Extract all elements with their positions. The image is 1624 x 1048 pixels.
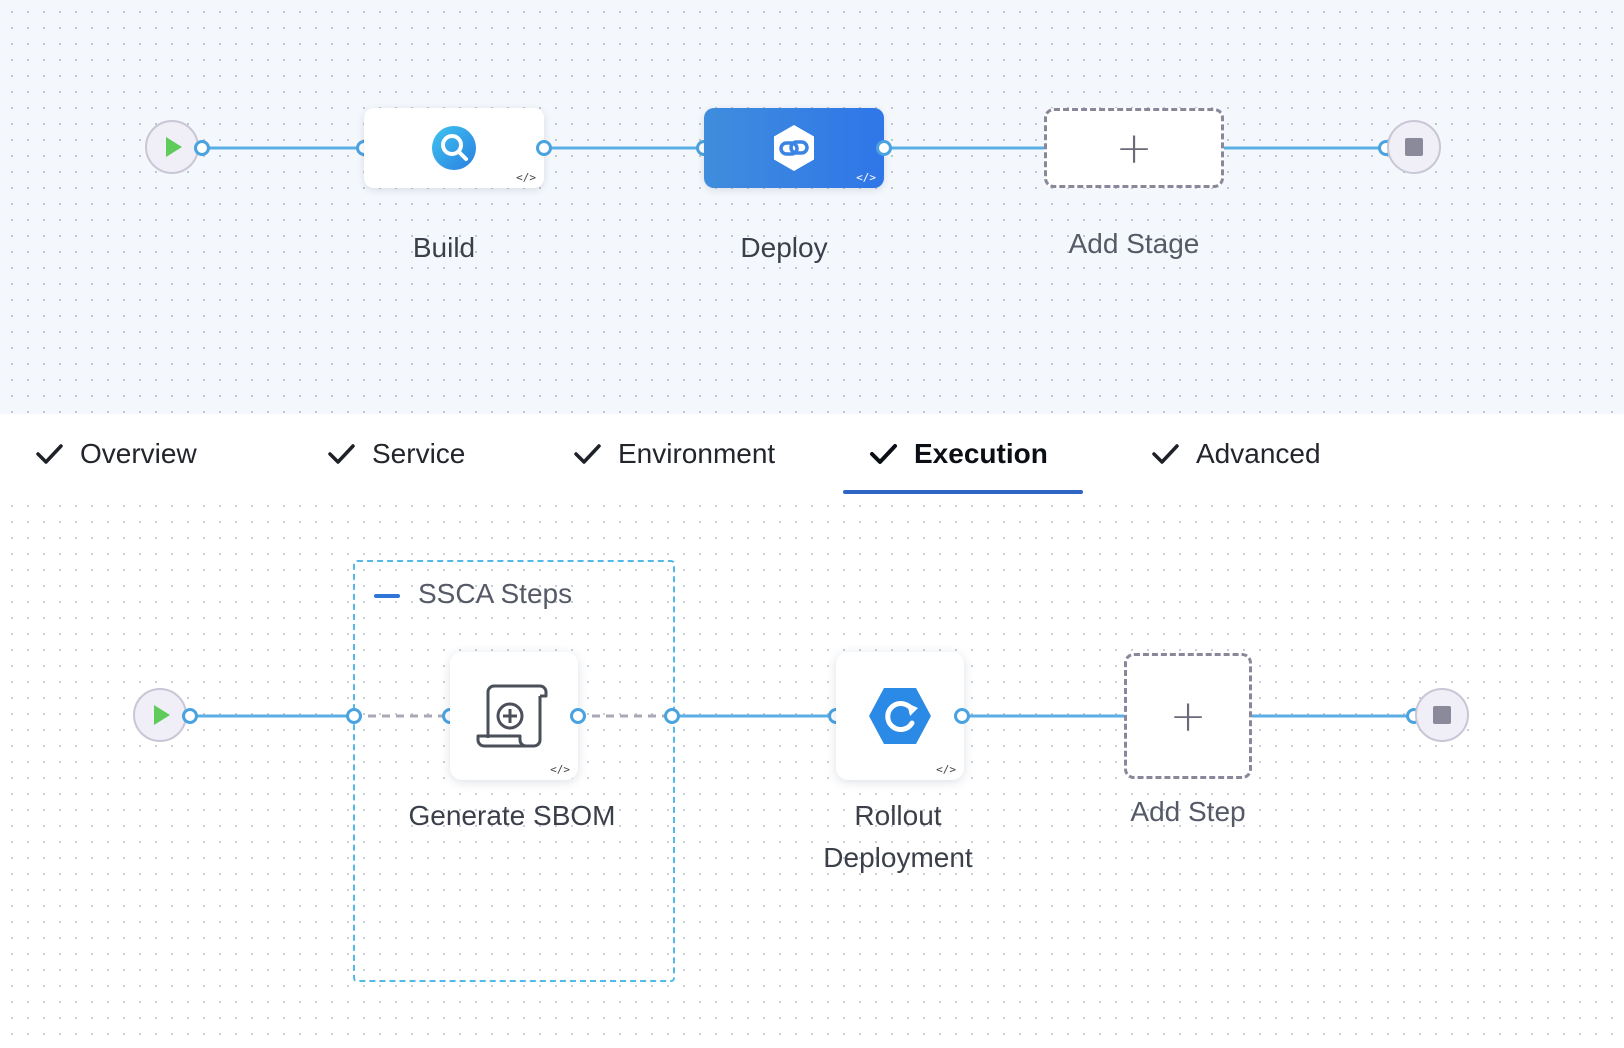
tab-label: Environment xyxy=(618,438,776,469)
tab-advanced[interactable]: Advanced xyxy=(1150,414,1321,494)
tab-label: Execution xyxy=(914,438,1048,469)
add-stage-button[interactable]: + xyxy=(1044,108,1224,188)
port[interactable] xyxy=(536,140,552,156)
step-generate-sbom[interactable]: </> xyxy=(450,652,578,780)
pipeline-canvas xyxy=(0,0,1624,414)
code-icon: </> xyxy=(550,763,570,776)
execution-canvas xyxy=(0,494,1624,1048)
check-icon xyxy=(1152,444,1179,464)
plus-icon: + xyxy=(1169,690,1207,742)
deploy-link-icon xyxy=(774,125,814,171)
tab-service[interactable]: Service xyxy=(326,414,465,494)
play-icon xyxy=(154,705,170,725)
stage-build[interactable]: </> xyxy=(364,108,544,188)
execution-end-node xyxy=(1415,688,1469,742)
tab-environment[interactable]: Environment xyxy=(572,414,775,494)
tab-label: Advanced xyxy=(1196,438,1321,469)
plus-icon: + xyxy=(1115,122,1153,174)
play-icon xyxy=(166,137,182,157)
code-icon: </> xyxy=(856,171,876,184)
check-icon xyxy=(328,444,355,464)
rollout-refresh-icon xyxy=(869,688,931,744)
port[interactable] xyxy=(194,140,210,156)
stage-tabs: Overview Service Environment Execution A… xyxy=(0,414,1624,495)
pipeline-end-node xyxy=(1387,120,1441,174)
check-icon xyxy=(36,444,63,464)
step-group-ssca[interactable] xyxy=(353,560,675,982)
port[interactable] xyxy=(954,708,970,724)
execution-start-node xyxy=(133,688,187,742)
stage-deploy[interactable]: </> xyxy=(704,108,884,188)
check-icon xyxy=(870,444,897,464)
build-magnifier-icon xyxy=(432,126,476,170)
check-icon xyxy=(574,444,601,464)
tab-label: Overview xyxy=(80,438,197,469)
add-step-button[interactable]: + xyxy=(1124,653,1252,779)
step-group-title: SSCA Steps xyxy=(418,578,573,609)
port[interactable] xyxy=(876,140,892,156)
stop-icon xyxy=(1433,706,1451,724)
tab-execution[interactable]: Execution xyxy=(868,414,1048,494)
port[interactable] xyxy=(664,708,680,724)
step-label-line1: Rollout xyxy=(854,800,942,831)
add-step-label: Add Step xyxy=(1130,796,1246,827)
step-label-line2: Deployment xyxy=(823,842,973,873)
step-rollout-deployment[interactable]: </> xyxy=(836,652,964,780)
stop-icon xyxy=(1405,138,1423,156)
add-stage-label: Add Stage xyxy=(1068,228,1200,259)
code-icon: </> xyxy=(936,763,956,776)
collapse-icon[interactable] xyxy=(374,594,400,598)
sbom-scroll-icon xyxy=(476,684,548,748)
active-tab-indicator xyxy=(843,490,1083,494)
tab-overview[interactable]: Overview xyxy=(34,414,197,494)
step-label: Generate SBOM xyxy=(408,800,616,831)
tab-label: Service xyxy=(372,438,466,469)
port[interactable] xyxy=(570,708,586,724)
stage-label: Deploy xyxy=(740,232,828,263)
port[interactable] xyxy=(182,708,198,724)
pipeline-start-node xyxy=(145,120,199,174)
stage-label: Build xyxy=(412,232,476,263)
port[interactable] xyxy=(346,708,362,724)
code-icon: </> xyxy=(516,171,536,184)
